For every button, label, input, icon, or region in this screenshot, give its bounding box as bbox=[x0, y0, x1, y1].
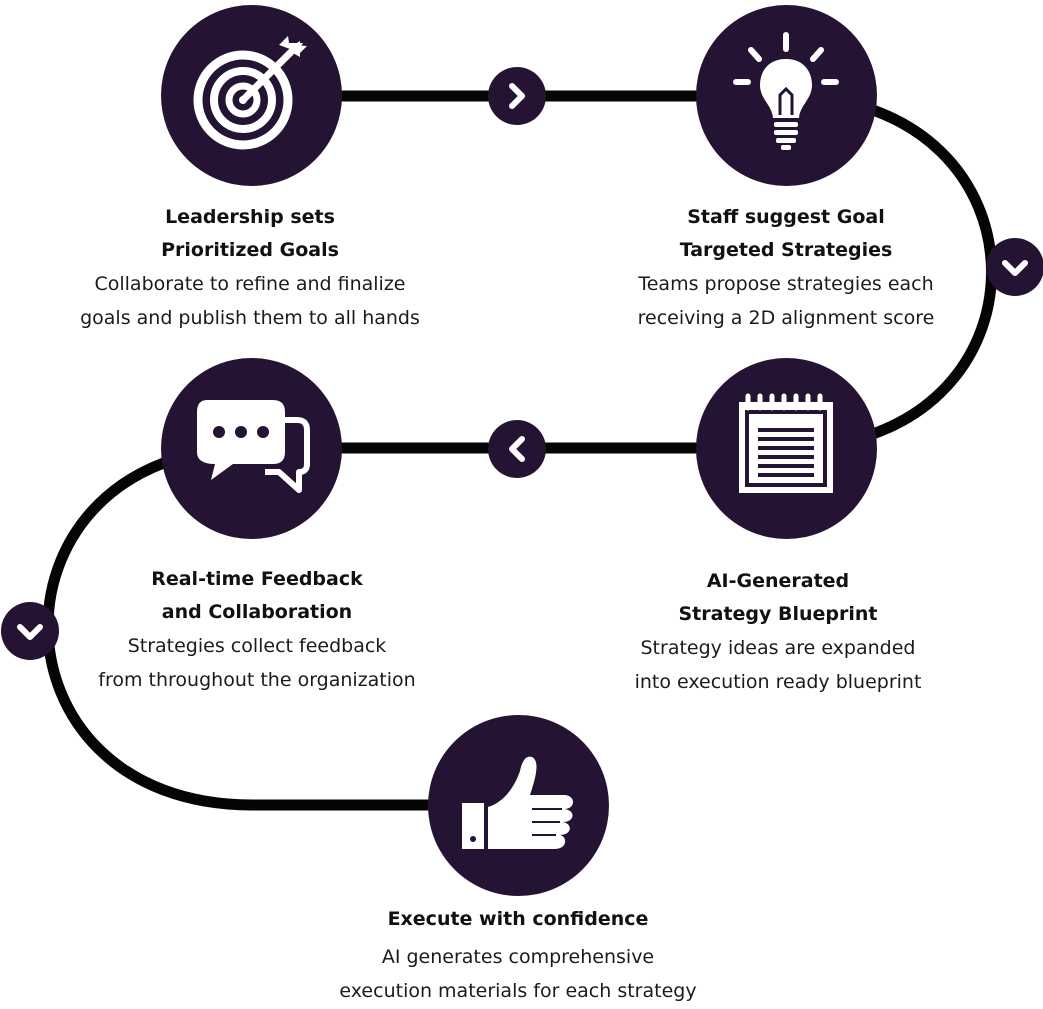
thumbs-up-icon bbox=[462, 756, 573, 849]
step-1-node bbox=[161, 5, 342, 186]
step-1-desc-line2: goals and publish them to all hands bbox=[80, 307, 420, 329]
step-5-desc-line1: AI generates comprehensive bbox=[381, 946, 655, 968]
step-4-title-line2: and Collaboration bbox=[161, 601, 353, 623]
step-2-label: Staff suggest Goal Targeted Strategies T… bbox=[596, 201, 976, 335]
step-5-desc-line2: execution materials for each strategy bbox=[339, 980, 697, 1002]
chevron-left-icon bbox=[509, 436, 525, 462]
step-2-title-line1: Staff suggest Goal bbox=[687, 206, 885, 228]
chat-bubbles-icon bbox=[197, 400, 310, 493]
connector-chevron-down-left bbox=[1, 602, 59, 660]
step-2-desc-line1: Teams propose strategies each bbox=[638, 273, 934, 295]
step-5-node bbox=[428, 715, 609, 896]
step-5-title-line1: Execute with confidence bbox=[387, 908, 649, 930]
step-1-desc-line1: Collaborate to refine and finalize bbox=[94, 273, 406, 295]
step-4-desc-line1: Strategies collect feedback bbox=[127, 635, 387, 657]
connector-chevron-down-right bbox=[986, 238, 1043, 296]
lightbulb-icon bbox=[733, 32, 839, 150]
connector-chevron-right bbox=[488, 67, 546, 125]
step-3-desc-line1: Strategy ideas are expanded bbox=[640, 637, 916, 659]
step-1-title-line1: Leadership sets bbox=[165, 206, 335, 228]
step-5-label: Execute with confidence AI generates com… bbox=[300, 903, 736, 1008]
step-4-node bbox=[161, 358, 342, 539]
step-1-title-line2: Prioritized Goals bbox=[161, 239, 339, 261]
step-2-title-line2: Targeted Strategies bbox=[679, 239, 893, 261]
step-1-label: Leadership sets Prioritized Goals Collab… bbox=[60, 201, 440, 335]
step-2-node bbox=[696, 5, 877, 186]
step-3-desc-line2: into execution ready blueprint bbox=[634, 671, 922, 693]
step-4-title-line1: Real-time Feedback bbox=[151, 568, 363, 590]
step-2-desc-line2: receiving a 2D alignment score bbox=[637, 307, 935, 329]
step-4-desc-line2: from throughout the organization bbox=[98, 669, 416, 691]
notepad-icon bbox=[739, 393, 833, 493]
step-4-label: Real-time Feedback and Collaboration Str… bbox=[62, 563, 452, 697]
step-3-label: AI-Generated Strategy Blueprint Strategy… bbox=[588, 565, 968, 699]
step-3-title-line2: Strategy Blueprint bbox=[678, 603, 878, 625]
chevron-right-icon bbox=[509, 83, 525, 109]
target-arrow-icon bbox=[193, 36, 307, 150]
connector-chevron-left bbox=[488, 420, 546, 478]
step-3-title-line1: AI-Generated bbox=[706, 570, 850, 592]
chevron-down-icon bbox=[17, 624, 43, 640]
step-3-node bbox=[696, 358, 877, 539]
chevron-down-icon bbox=[1002, 260, 1028, 276]
